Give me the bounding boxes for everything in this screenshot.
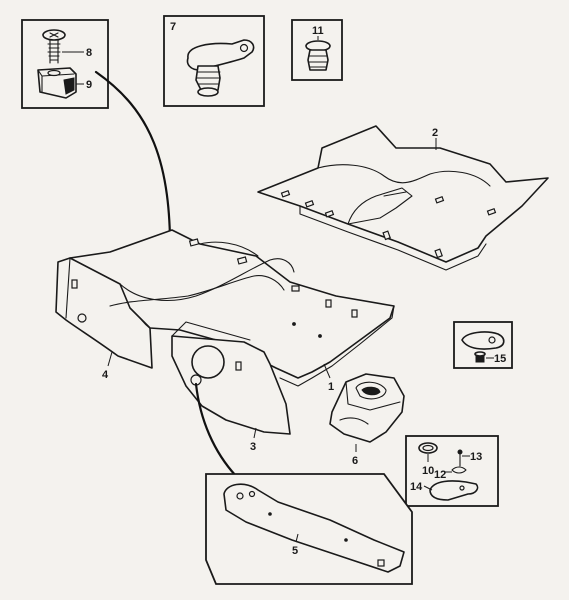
callout-9: 9: [86, 79, 92, 91]
inset-push-fastener: [291, 19, 343, 81]
callout-11: 11: [312, 25, 324, 37]
rear-floor-mat: [257, 125, 549, 271]
callout-6: 6: [352, 455, 358, 467]
callout-1: 1: [328, 381, 334, 393]
retainer-icon: [37, 67, 77, 99]
push-fastener-icon: [305, 40, 331, 71]
tunnel-strip-icon: [223, 483, 405, 573]
inset-nut-washer: [453, 321, 513, 369]
left-side-panel: [55, 257, 153, 369]
callout-4: 4: [102, 369, 109, 381]
callout-7: 7: [170, 21, 176, 33]
tunnel-cover: [329, 373, 405, 443]
inset-fastener-clip: [163, 15, 265, 107]
callout-15: 15: [494, 353, 506, 365]
callout-13: 13: [470, 451, 482, 463]
callout-5: 5: [292, 545, 298, 557]
right-side-panel: [171, 321, 291, 435]
leader-to-strip: [194, 382, 238, 478]
callout-3: 3: [250, 441, 256, 453]
callout-14: 14: [410, 481, 423, 493]
callout-10: 10: [422, 465, 434, 477]
spring-clip-icon: [451, 466, 467, 474]
callout-2: 2: [432, 127, 438, 139]
inset-screw-retainer: [21, 19, 109, 109]
clip-icon: [186, 39, 255, 97]
inset-tunnel-strip: [205, 473, 413, 585]
nut-washer-icon: [461, 331, 505, 363]
callout-8: 8: [86, 47, 92, 59]
pin-icon: [457, 449, 463, 467]
front-floor-mat: [69, 229, 395, 387]
inset-grommet-bracket: [405, 435, 499, 507]
grommet-icon: [418, 442, 438, 454]
screw-icon: [42, 29, 66, 64]
callout-12: 12: [434, 469, 446, 481]
bracket-icon: [429, 480, 479, 501]
